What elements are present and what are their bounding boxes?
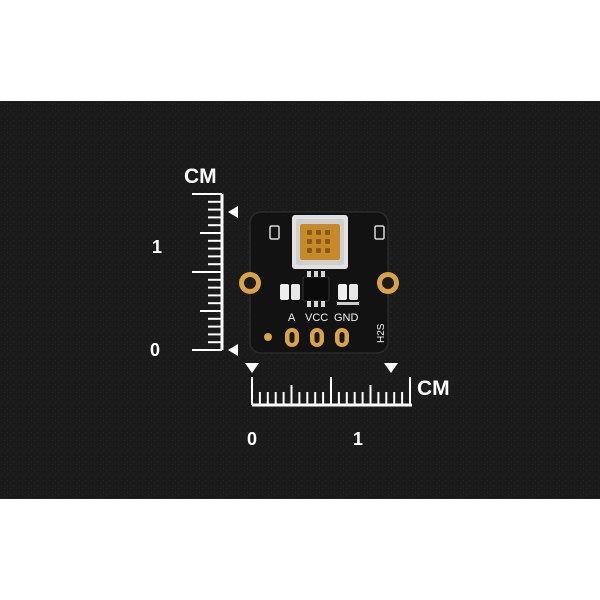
smd-pad-top-right: [374, 225, 385, 240]
led-pad: [264, 333, 272, 341]
sensor-chip-vents: [307, 230, 330, 253]
pin-label-gnd: GND: [334, 312, 359, 324]
regulator-ic: [302, 271, 330, 307]
sensor-vent-dot: [307, 248, 312, 253]
header-pins: [285, 328, 349, 347]
sensor-vent-dot: [325, 230, 330, 235]
sensor-board: A VCC GND H2S: [239, 211, 399, 354]
horizontal-ruler: CM 0 1: [245, 363, 450, 449]
sensor-type-label: H2S: [376, 323, 387, 343]
vertical-ruler-label-1: 1: [152, 237, 162, 257]
sensor-vent-dot: [316, 239, 321, 244]
sensor-vent-dot: [316, 248, 321, 253]
horizontal-ruler-label-1: 1: [353, 429, 363, 449]
smd-pad-top-left: [269, 225, 280, 240]
sensor-vent-dot: [316, 230, 321, 235]
horizontal-ruler-left-marker: [245, 363, 259, 373]
sensor-vent-dot: [325, 239, 330, 244]
vertical-ruler-top-marker: [228, 206, 238, 218]
vertical-ruler-bottom-marker: [228, 344, 238, 356]
vertical-ruler-unit: CM: [184, 165, 217, 188]
smd-pad-4: [349, 284, 358, 300]
smd-pad-3: [338, 284, 347, 300]
product-photo: CM 1 0 CM 0 1: [0, 101, 600, 499]
horizontal-ruler-label-0: 0: [247, 429, 257, 449]
sensor-vent-dot: [325, 248, 330, 253]
pin-label-vcc: VCC: [305, 312, 328, 324]
vertical-ruler-label-0: 0: [150, 340, 160, 360]
smd-pad-2: [291, 284, 300, 300]
horizontal-ruler-unit: CM: [417, 377, 450, 400]
horizontal-ruler-ticks: [251, 377, 411, 405]
smd-pad-1: [280, 284, 289, 300]
pin-label-a: A: [288, 312, 296, 324]
sensor-vent-dot: [307, 230, 312, 235]
vertical-ruler-ticks: [192, 193, 222, 351]
horizontal-ruler-right-marker: [384, 363, 398, 373]
vertical-ruler: CM 1 0: [150, 165, 238, 360]
gas-sensor-chip: [292, 215, 348, 269]
sensor-vent-dot: [307, 239, 312, 244]
